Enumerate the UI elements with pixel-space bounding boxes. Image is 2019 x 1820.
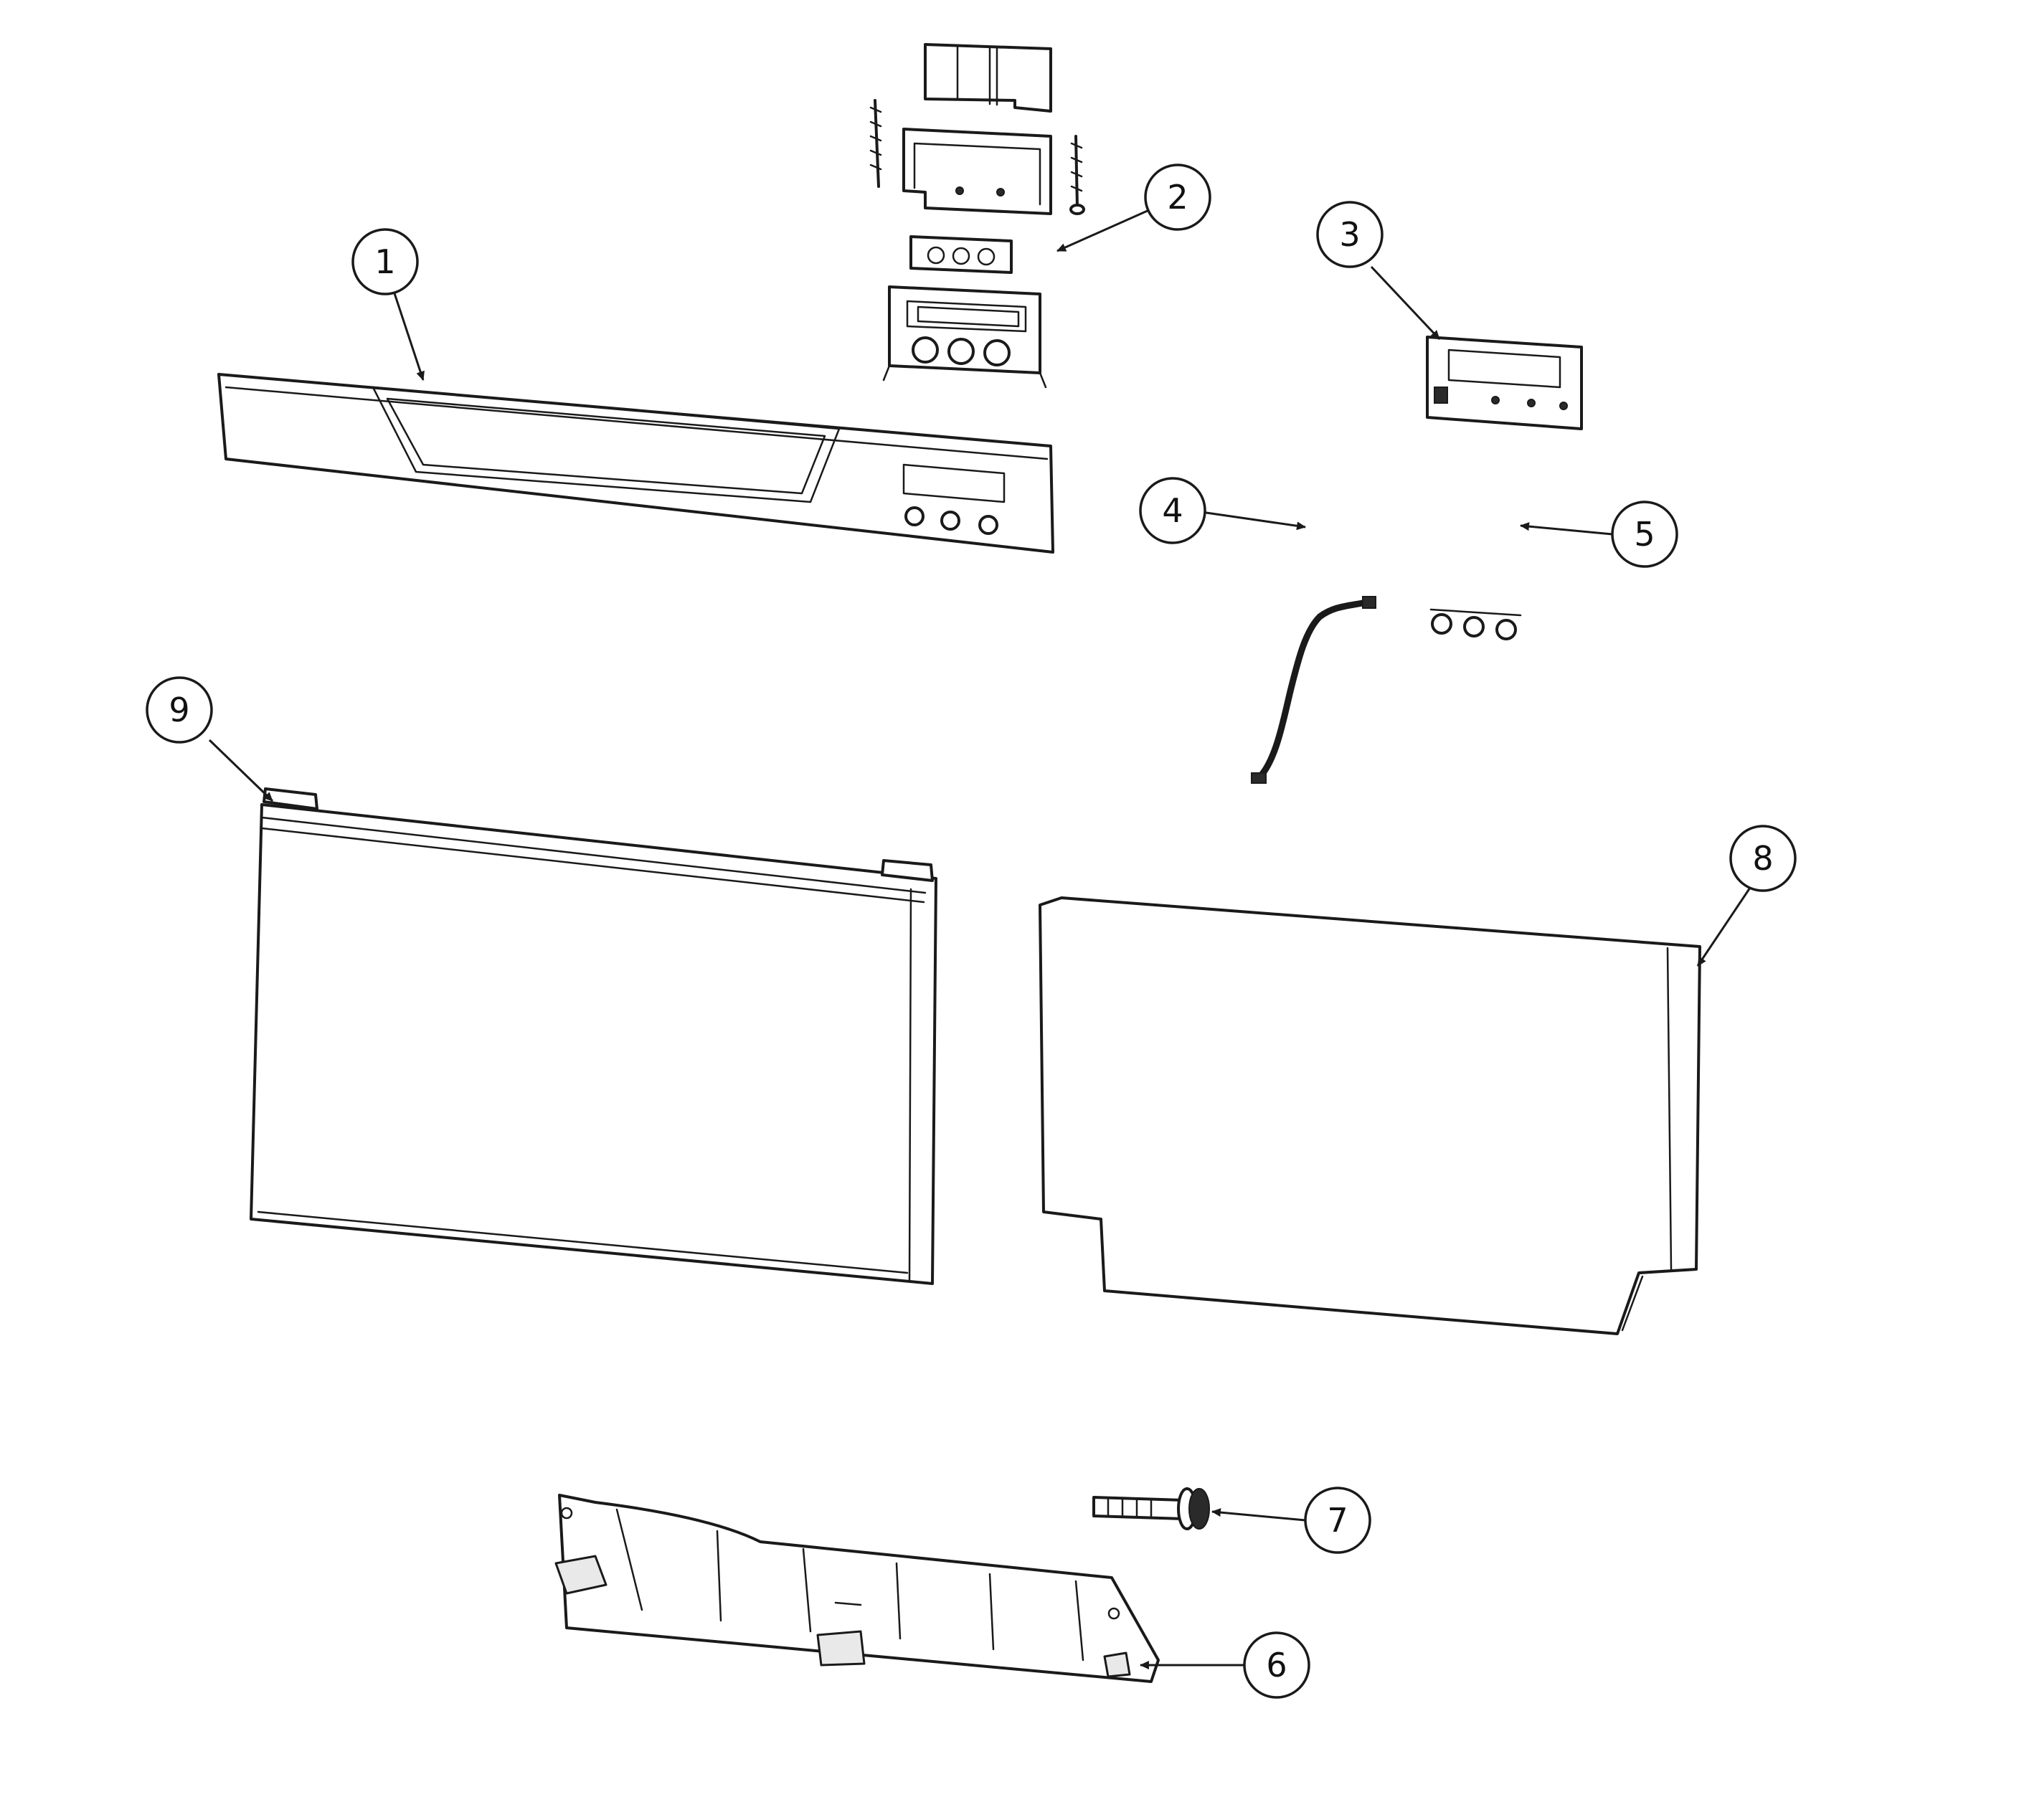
callout-1-label: 1: [374, 242, 395, 281]
drawer-bracket: [554, 1494, 1160, 1683]
leader-lines: [208, 209, 1753, 1669]
callout-3: 3: [1316, 201, 1384, 268]
callout-8: 8: [1729, 825, 1797, 892]
control-housing-assembly: [869, 43, 1085, 389]
callout-2: 2: [1144, 163, 1211, 231]
callout-7: 7: [1304, 1487, 1371, 1554]
callout-1: 1: [351, 228, 419, 295]
wire-harness: [1251, 596, 1376, 784]
drawer-front-panel: [250, 787, 937, 1285]
callout-8-label: 8: [1752, 839, 1773, 878]
fastener-bolt: [1092, 1487, 1210, 1530]
callout-5-label: 5: [1634, 515, 1655, 554]
callout-3-label: 3: [1339, 215, 1360, 254]
callout-6-label: 6: [1266, 1646, 1287, 1684]
callout-6: 6: [1243, 1631, 1310, 1699]
callout-9-label: 9: [169, 691, 189, 729]
button-set: [1429, 608, 1522, 640]
display-board: [1426, 336, 1583, 430]
callout-5: 5: [1611, 501, 1678, 568]
callout-4: 4: [1139, 477, 1206, 544]
callout-9: 9: [146, 676, 213, 744]
drawer-insulation-panel: [1039, 896, 1701, 1335]
callout-4-label: 4: [1162, 491, 1183, 530]
control-panel-fascia: [217, 373, 1054, 554]
callout-2-label: 2: [1167, 178, 1188, 217]
callout-7-label: 7: [1327, 1501, 1348, 1540]
